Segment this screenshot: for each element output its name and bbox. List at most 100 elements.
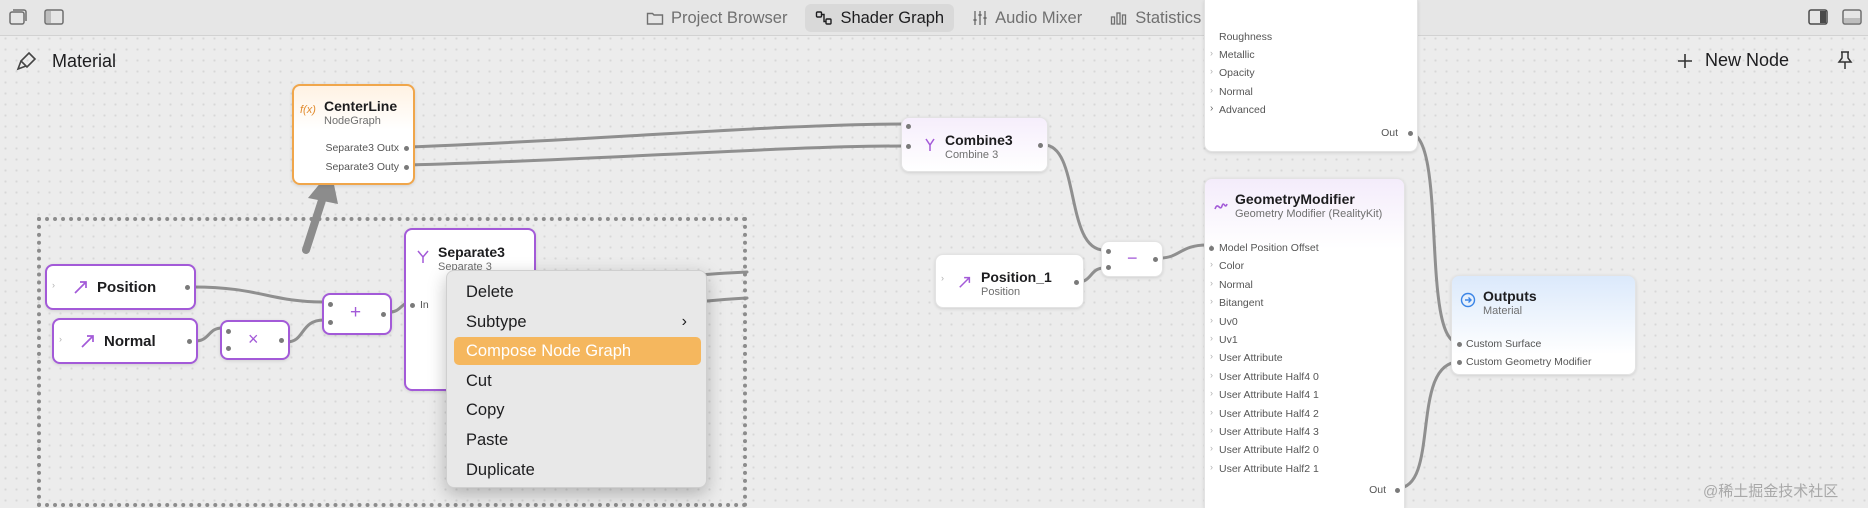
node-title: Position — [97, 279, 157, 296]
output-port[interactable] — [1038, 143, 1043, 148]
geometry-icon — [1213, 196, 1229, 217]
port-label: Opacity — [1219, 67, 1255, 79]
input-port[interactable] — [1457, 360, 1462, 365]
input-port[interactable] — [906, 124, 911, 129]
output-port[interactable] — [185, 285, 190, 290]
menu-item-compose-node-graph[interactable]: Compose Node Graph — [454, 337, 701, 366]
sliders-icon — [973, 11, 987, 25]
input-port[interactable] — [328, 302, 333, 307]
node-title: Combine3 — [945, 132, 1013, 148]
selection-marquee — [37, 217, 747, 507]
input-port[interactable] — [226, 329, 231, 334]
tab-statistics[interactable]: Statistics — [1100, 4, 1211, 32]
window-stack-icon[interactable] — [8, 8, 28, 31]
port-label: Normal — [1219, 278, 1253, 291]
menu-item-cut[interactable]: Cut — [454, 367, 701, 395]
port-label[interactable]: Advanced — [1219, 104, 1266, 116]
plus-icon — [1678, 53, 1692, 68]
wire-combine3-subtract — [1042, 143, 1106, 252]
plus-icon: + — [350, 302, 362, 323]
input-port[interactable] — [226, 346, 231, 351]
split-icon — [416, 250, 430, 269]
multiply-icon: × — [248, 329, 259, 349]
node-subtract[interactable]: − — [1101, 241, 1163, 277]
wire-pbr-outputs — [1407, 131, 1461, 345]
output-port[interactable] — [279, 338, 284, 343]
tab-bar: Project Browser Shader Graph Audio Mixer… — [636, 4, 1211, 32]
tab-project-browser[interactable]: Project Browser — [636, 4, 797, 32]
new-node-label: New Node — [1705, 50, 1790, 70]
port-label: Normal — [1219, 86, 1253, 98]
port-label: User Attribute Half4 3 — [1219, 426, 1319, 438]
page-title: Material — [52, 50, 117, 71]
menu-item-copy[interactable]: Copy — [454, 396, 701, 424]
output-port[interactable] — [1408, 131, 1413, 136]
input-port[interactable] — [906, 144, 911, 149]
node-geometry-modifier[interactable]: GeometryModifier Geometry Modifier (Real… — [1204, 178, 1405, 508]
port-label: Custom Geometry Modifier — [1466, 356, 1592, 368]
node-position-1[interactable]: › Position_1 Position — [935, 254, 1084, 308]
chevron-right-icon: › — [681, 312, 687, 330]
node-centerline[interactable]: f(x) CenterLine NodeGraph Separate3 Outx… — [292, 84, 415, 185]
port-label: Roughness — [1219, 31, 1273, 43]
menu-item-delete[interactable]: Delete — [454, 278, 701, 306]
port-label: Uv0 — [1219, 315, 1238, 328]
sidebar-left-icon[interactable] — [44, 8, 64, 31]
graph-icon — [816, 11, 833, 25]
menu-item-label: Paste — [466, 431, 509, 449]
bar-chart-icon — [1111, 12, 1127, 25]
minus-icon: − — [1127, 248, 1138, 268]
node-outputs[interactable]: Outputs Material Custom Surface Custom G… — [1451, 275, 1636, 375]
menu-item-label: Duplicate — [466, 460, 535, 479]
node-normal[interactable]: › Normal — [52, 318, 198, 364]
port-label: Out — [1381, 127, 1398, 139]
output-port[interactable] — [1395, 488, 1400, 493]
output-port[interactable] — [404, 146, 409, 151]
node-title: CenterLine — [324, 98, 398, 114]
port-label: Color — [1219, 260, 1245, 273]
input-port[interactable] — [410, 303, 415, 308]
input-port[interactable] — [1106, 265, 1111, 270]
port-label: In — [420, 299, 429, 311]
node-title: Separate3 — [438, 244, 505, 260]
node-title: Position_1 — [981, 269, 1052, 285]
chevron-right-icon[interactable]: › — [1210, 103, 1214, 114]
tab-label: Audio Mixer — [995, 8, 1083, 27]
output-port[interactable] — [1153, 257, 1158, 262]
menu-item-label: Subtype — [466, 312, 527, 331]
node-position[interactable]: › Position — [45, 264, 196, 310]
node-title: Outputs — [1483, 288, 1537, 304]
tab-label: Project Browser — [671, 8, 788, 27]
output-arrow-icon — [1460, 292, 1476, 313]
panel-bottom-icon[interactable] — [1842, 8, 1862, 31]
node-subtitle: NodeGraph — [324, 115, 381, 127]
node-pbr-surface[interactable]: Roughness Metallic Opacity Normal › Adva… — [1204, 0, 1418, 152]
input-port[interactable] — [1209, 246, 1214, 251]
output-port[interactable] — [1074, 280, 1079, 285]
port-label: User Attribute Half4 0 — [1219, 370, 1319, 383]
input-port[interactable] — [328, 320, 333, 325]
function-icon: f(x) — [300, 104, 316, 116]
input-port[interactable] — [1457, 342, 1462, 347]
input-port[interactable] — [1106, 249, 1111, 254]
menu-item-duplicate[interactable]: Duplicate — [454, 456, 701, 484]
menu-item-paste[interactable]: Paste — [454, 426, 701, 454]
output-port[interactable] — [381, 312, 386, 317]
menu-item-subtype[interactable]: Subtype › — [454, 308, 701, 336]
node-multiply[interactable]: × — [220, 320, 290, 360]
node-subtitle: Combine 3 — [945, 149, 999, 161]
tab-audio-mixer[interactable]: Audio Mixer — [962, 4, 1092, 32]
tab-shader-graph[interactable]: Shader Graph — [805, 4, 955, 32]
pin-button[interactable] — [1836, 50, 1854, 75]
output-port[interactable] — [187, 339, 192, 344]
wire-subtract-geometry — [1158, 243, 1209, 260]
wire-geometry-outputs — [1396, 360, 1461, 490]
node-combine3[interactable]: Combine3 Combine 3 — [901, 117, 1048, 172]
output-port[interactable] — [404, 165, 409, 170]
sidebar-right-icon[interactable] — [1808, 8, 1828, 31]
wire-multiply-add — [285, 318, 326, 344]
node-subtitle: Material — [1483, 305, 1523, 317]
node-add[interactable]: + — [322, 293, 392, 335]
new-node-button[interactable]: New Node — [1677, 50, 1789, 71]
